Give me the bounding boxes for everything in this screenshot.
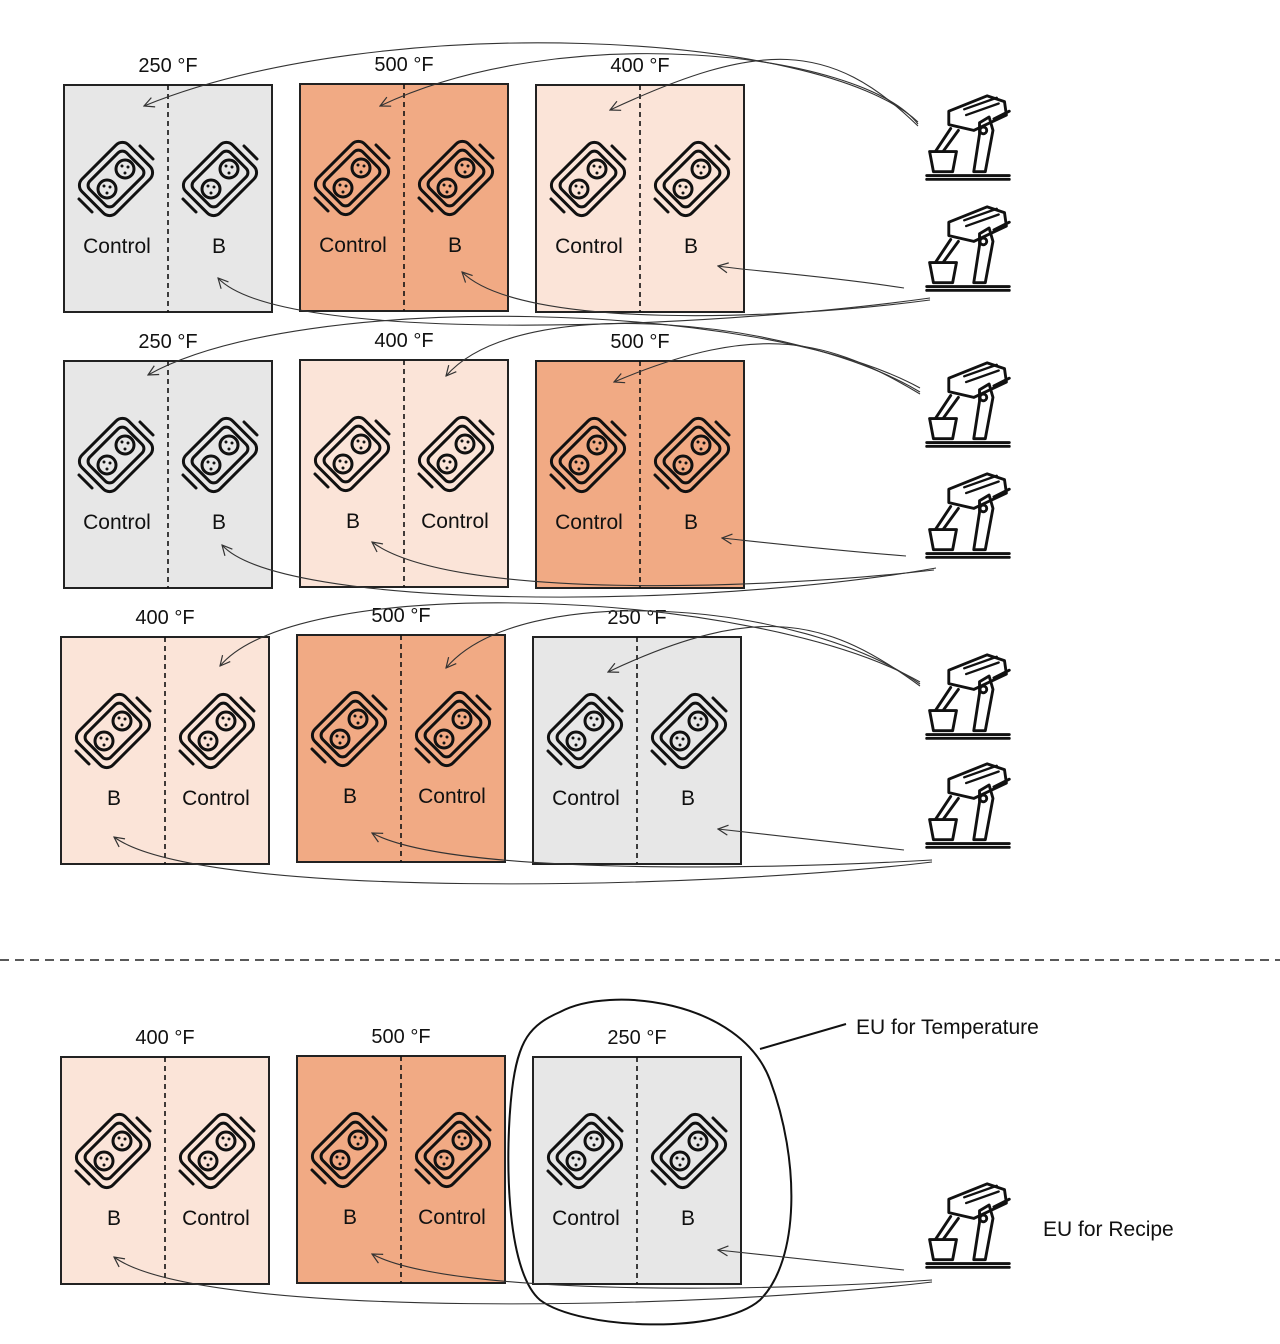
recipe-unit-label: EU for Recipe [1043,1218,1174,1241]
subplot-label-left: Control [552,1207,620,1230]
subplot-label-left: Control [83,235,151,258]
whole-plot: 400 °F B Control [60,1027,270,1285]
connector-arrow [446,610,921,685]
connector-arrow [144,42,919,123]
subplot-label-left: B [343,1206,357,1229]
temperature-label: 250 °F [607,607,666,629]
connector-arrow [718,266,905,289]
whole-plot: 500 °F Control B [299,54,509,312]
temperature-label: 500 °F [371,605,430,627]
subplot-label-right: Control [418,1206,486,1229]
connector-arrow [610,58,919,127]
whole-plot: 500 °F Control B [535,331,745,589]
subplot-label-right: B [212,235,226,258]
subplot-label-right: Control [421,510,489,533]
whole-plot: 500 °F B Control [296,1026,506,1284]
connector-arrow [718,829,905,851]
whole-plot: 250 °F Control B [63,55,273,313]
subplot-label-right: Control [418,785,486,808]
connector-arrow [220,602,921,683]
connector-arrow [372,833,933,868]
stand-mixer-icon [925,205,1011,292]
temperature-unit-label: EU for Temperature [856,1016,1039,1039]
subplot-label-left: Control [555,511,623,534]
connector-arrow [218,278,931,326]
temperature-label: 500 °F [371,1026,430,1048]
subplot-label-right: Control [182,1207,250,1230]
connector-arrow [372,1254,933,1289]
experiment-row: 250 °F Control B 400 °F B Control 500 °F… [63,330,745,589]
connector-arrow [372,542,935,587]
whole-plot: 250 °F Control B [532,1027,742,1285]
connector-arrow [718,1250,905,1271]
connector-arrow [614,343,921,395]
subplot-label-right: B [681,1207,695,1230]
temperature-label: 500 °F [374,54,433,76]
temperature-label: 250 °F [138,55,197,77]
stand-mixer-icon [925,762,1011,849]
subplot-label-left: B [107,1207,121,1230]
experiment-layout: 250 °F Control B 500 °F Control B 400 °F… [60,42,1011,885]
subplot-label-right: B [684,235,698,258]
connector-arrow [114,837,933,885]
subplot-label-left: Control [552,787,620,810]
experimental-unit-example: 400 °F B Control 500 °F B Control 250 °F… [60,998,1174,1326]
connector-arrow [462,272,931,317]
temperature-unit-outline [507,998,793,1326]
whole-plot: 250 °F Control B [63,331,273,589]
temperature-label: 400 °F [135,1027,194,1049]
experiment-row: 400 °F B Control 500 °F B Control 250 °F… [60,605,742,865]
whole-plot: 500 °F B Control [296,605,506,863]
connector-arrow [380,53,919,125]
subplot-label-left: B [107,787,121,810]
connector-arrow [722,538,907,557]
stand-mixer-icon [925,361,1011,448]
stand-mixer-icon [925,472,1011,559]
temperature-label: 250 °F [607,1027,666,1049]
subplot-label-left: Control [319,234,387,257]
subplot-label-left: B [343,785,357,808]
stand-mixer-icon [925,653,1011,740]
temperature-label: 500 °F [610,331,669,353]
whole-plot: 400 °F B Control [299,330,509,588]
temperature-label: 400 °F [135,607,194,629]
temperature-label: 250 °F [138,331,197,353]
connector-arrow [114,1257,933,1305]
subplot-label-right: Control [182,787,250,810]
subplot-label-right: B [212,511,226,534]
whole-plot: 400 °F B Control [60,607,270,865]
stand-mixer-icon [925,94,1011,181]
subplot-label-right: B [448,234,462,257]
whole-plot: 400 °F Control B [535,55,745,313]
connector-arrow [446,323,921,393]
subplot-label-left: Control [83,511,151,534]
connector-arrow [608,625,921,687]
temperature-label: 400 °F [374,330,433,352]
annotation-leader [759,1023,847,1050]
connector-arrow [222,545,937,598]
experiment-row: 250 °F Control B 500 °F Control B 400 °F… [63,54,745,313]
temperature-label: 400 °F [610,55,669,77]
subplot-label-right: B [681,787,695,810]
subplot-label-right: B [684,511,698,534]
stand-mixer-icon [925,1182,1011,1269]
whole-plot: 250 °F Control B [532,607,742,865]
subplot-label-left: B [346,510,360,533]
subplot-label-left: Control [555,235,623,258]
